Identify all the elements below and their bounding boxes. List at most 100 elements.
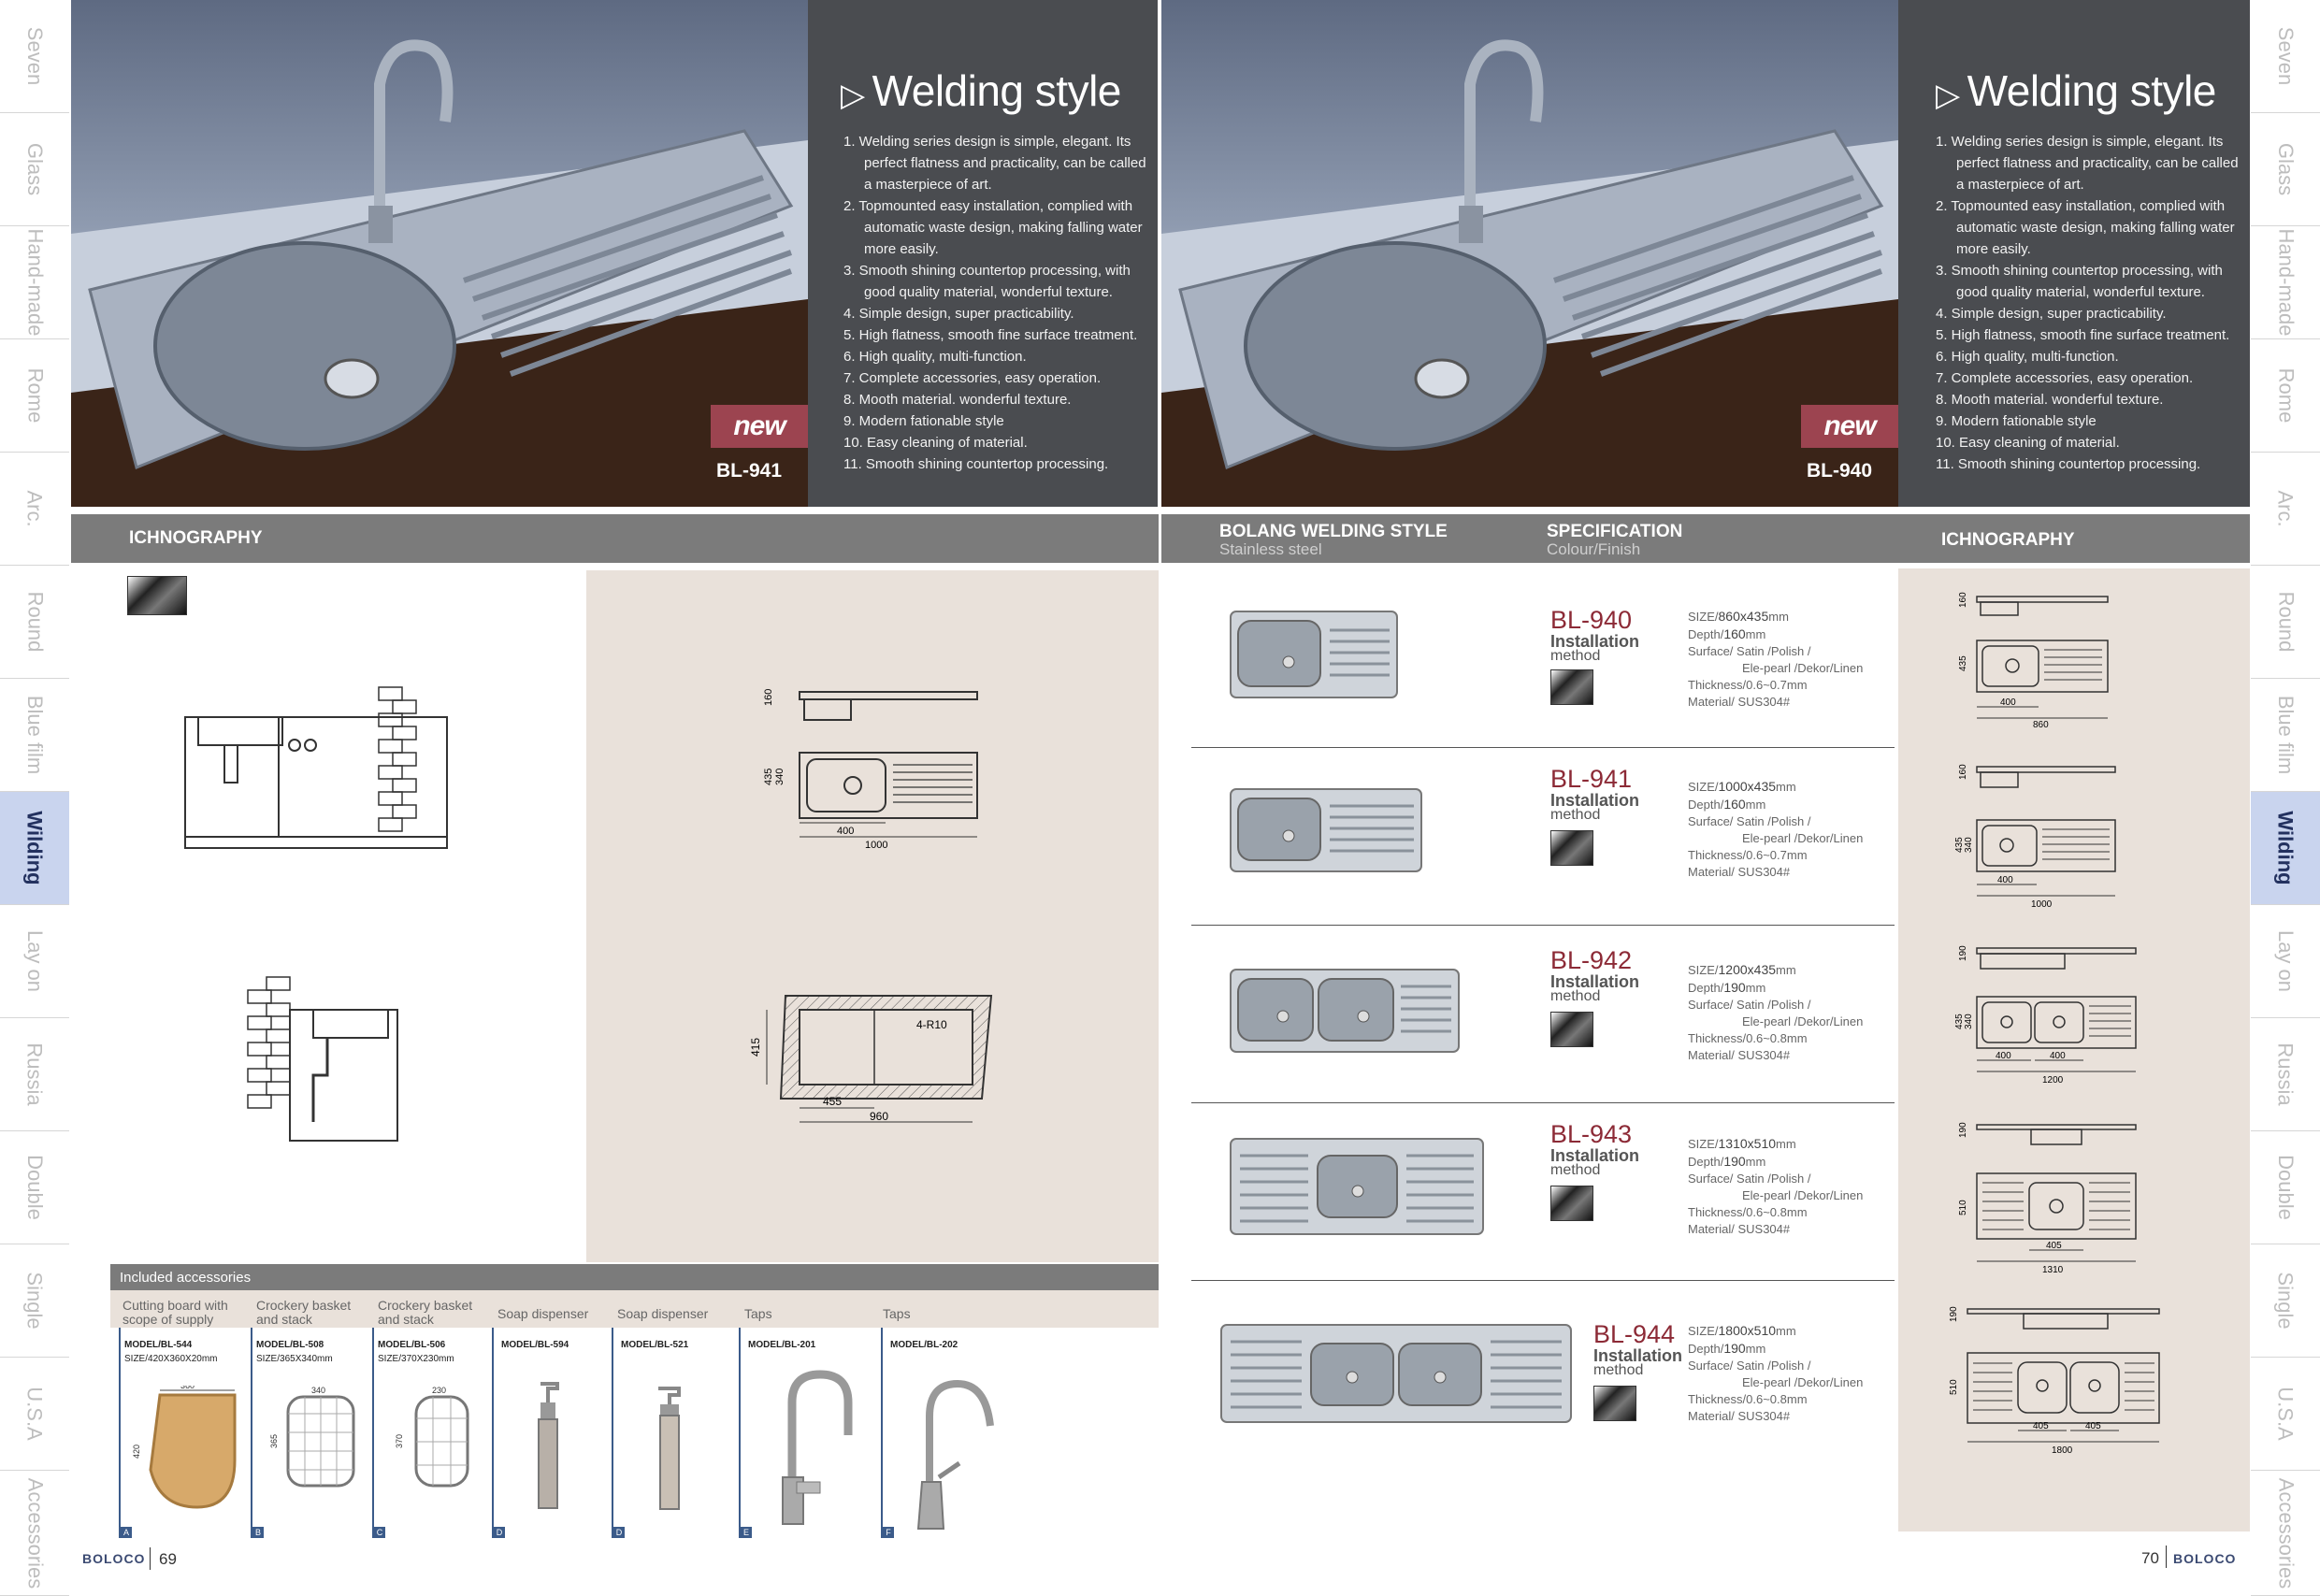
accessory-size: SIZE/370X230mm xyxy=(378,1354,454,1364)
hero-text-panel-right: ▷Welding style 1. Welding series design … xyxy=(1898,0,2250,507)
col-title-ichnography: ICHNOGRAPHY xyxy=(1941,530,2075,550)
dimension-label: 435 xyxy=(1954,837,1965,853)
method-label: method xyxy=(1593,1362,1644,1378)
dimension-label: 1200 xyxy=(2042,1075,2064,1086)
finish-swatch xyxy=(1550,1186,1593,1221)
feature-item: 2. Topmounted easy installation, complie… xyxy=(843,198,1143,257)
side-tab-glass[interactable]: Glass xyxy=(0,113,69,226)
side-tab-round[interactable]: Round xyxy=(2251,566,2320,679)
product-specs: SIZE/860x435mm Depth/160mm Surface/ Sati… xyxy=(1688,609,1864,709)
product-specs: SIZE/1310x510mm Depth/190mm Surface/ Sat… xyxy=(1688,1136,1864,1236)
hero-text-panel-left: ▷Welding style 1. Welding series design … xyxy=(808,0,1158,507)
side-tab-round[interactable]: Round xyxy=(0,566,69,679)
spec-size: 1200x435 xyxy=(1718,962,1777,977)
side-tab-russia[interactable]: Russia xyxy=(2251,1018,2320,1131)
spec-material: Material/ SUS304# xyxy=(1688,1048,1791,1062)
dimension-label: 360 xyxy=(180,1386,195,1390)
side-tab-seven[interactable]: Seven xyxy=(0,0,69,113)
side-tab-lay-on[interactable]: Lay on xyxy=(0,905,69,1018)
accessory-tap-202[interactable]: Taps MODEL/BL-202 F xyxy=(881,1307,1030,1538)
side-tab-double[interactable]: Double xyxy=(0,1131,69,1244)
hero-title: ▷Welding style xyxy=(1936,66,2216,115)
accessory-title: Cutting board with scope of supply xyxy=(122,1298,228,1327)
side-tab-rome[interactable]: Rome xyxy=(0,339,69,453)
feature-item: 5. High flatness, smooth fine surface tr… xyxy=(1936,327,2230,343)
side-tab-double[interactable]: Double xyxy=(2251,1131,2320,1244)
dimension-label: 340 xyxy=(311,1386,325,1395)
spec-size: 1310x510 xyxy=(1718,1136,1777,1151)
dimension-label: 1000 xyxy=(865,840,887,851)
dimension-label: 415 xyxy=(749,1038,762,1057)
spec-depth: 160 xyxy=(1723,626,1746,641)
side-tab-russia[interactable]: Russia xyxy=(0,1018,69,1131)
method-label: method xyxy=(1550,648,1601,664)
dimension-label: 365 xyxy=(269,1434,279,1448)
spec-material: Material/ SUS304# xyxy=(1688,695,1791,709)
accessory-letter: D xyxy=(494,1527,505,1538)
installation-label: Installation xyxy=(1550,632,1640,651)
dimension-label: 400 xyxy=(2000,697,2016,708)
feature-item: 8. Mooth material. wonderful texture. xyxy=(843,392,1072,408)
dimension-label: 370 xyxy=(395,1434,404,1448)
side-tab-blue-film[interactable]: Blue film xyxy=(0,679,69,792)
side-tab-usa[interactable]: U.S.A xyxy=(0,1358,69,1471)
dimension-label: 435 xyxy=(763,769,774,785)
accessory-letter: C xyxy=(374,1527,385,1538)
side-tab-arc[interactable]: Arc. xyxy=(0,453,69,566)
accessory-title: Crockery basket and stack xyxy=(256,1298,352,1327)
side-tab-seven[interactable]: Seven xyxy=(2251,0,2320,113)
dimension-label: 190 xyxy=(1958,945,1968,961)
finish-swatch xyxy=(1593,1386,1636,1421)
accessory-model: MODEL/BL-544 xyxy=(124,1340,193,1350)
side-tab-single[interactable]: Single xyxy=(0,1244,69,1358)
feature-item: 11. Smooth shining countertop processing… xyxy=(843,456,1109,472)
spec-surface: Surface/ Satin /Polish / xyxy=(1688,1359,1811,1373)
accessory-crockery-basket-506[interactable]: Crockery basket and stack MODEL/BL-506 S… xyxy=(372,1299,492,1538)
tap-image xyxy=(782,1370,853,1525)
ichnography-bar-left: ICHNOGRAPHY xyxy=(71,514,1159,563)
side-tab-wilding[interactable]: Wilding xyxy=(0,792,69,905)
sink-thumbnail xyxy=(1230,1138,1484,1235)
accessories-header xyxy=(110,1290,1159,1328)
new-badge: new xyxy=(711,405,808,448)
side-tab-hand-made[interactable]: Hand-made xyxy=(2251,226,2320,339)
side-tab-accessories[interactable]: Accessories xyxy=(0,1471,69,1596)
spec-surface: Surface/ Satin /Polish / xyxy=(1688,998,1811,1012)
side-tab-lay-on[interactable]: Lay on xyxy=(2251,905,2320,1018)
product-plan-drawing: 190 435 340 400 400 1200 xyxy=(1954,945,2137,1086)
accessory-size: SIZE/365X340mm xyxy=(256,1354,333,1364)
side-tab-wilding[interactable]: Wilding xyxy=(2251,792,2320,905)
side-tab-usa[interactable]: U.S.A xyxy=(2251,1358,2320,1471)
spec-material: Material/ SUS304# xyxy=(1688,1409,1791,1423)
side-tab-single[interactable]: Single xyxy=(2251,1244,2320,1358)
installation-label: Installation xyxy=(1550,791,1640,810)
accessory-soap-dispenser-521[interactable]: Soap dispenser MODEL/BL-521 D xyxy=(612,1307,733,1538)
spec-thickness: 0.6~0.7mm xyxy=(1746,678,1808,692)
dimension-label: 340 xyxy=(1964,837,1974,853)
side-tab-blue-film[interactable]: Blue film xyxy=(2251,679,2320,792)
side-tab-rome[interactable]: Rome xyxy=(2251,339,2320,453)
cutting-board-image: 360 420 xyxy=(132,1386,237,1509)
side-tab-glass[interactable]: Glass xyxy=(2251,113,2320,226)
accessory-cutting-board[interactable]: Cutting board with scope of supply MODEL… xyxy=(119,1299,248,1538)
dimension-label: 510 xyxy=(1958,1200,1968,1215)
feature-item: 4. Simple design, super practicability. xyxy=(843,306,1074,322)
side-tab-hand-made[interactable]: Hand-made xyxy=(0,226,69,339)
accessory-letter: A xyxy=(121,1527,132,1538)
accessory-crockery-basket-508[interactable]: Crockery basket and stack MODEL/BL-508 S… xyxy=(251,1299,372,1538)
spec-thickness: 0.6~0.8mm xyxy=(1746,1392,1808,1406)
product-name: BL-940 xyxy=(1550,606,1633,634)
product-specs: SIZE/1800x510mm Depth/190mm Surface/ Sat… xyxy=(1688,1323,1864,1423)
accessory-soap-dispenser-594[interactable]: Soap dispenser MODEL/BL-594 D xyxy=(492,1307,610,1538)
product-plan-drawing: 190 510 405 1310 xyxy=(1958,1122,2137,1275)
side-tab-arc[interactable]: Arc. xyxy=(2251,453,2320,566)
spec-size: 1000x435 xyxy=(1718,779,1777,794)
side-tab-accessories[interactable]: Accessories xyxy=(2251,1471,2320,1596)
accessory-tap-201[interactable]: Taps MODEL/BL-201 E xyxy=(739,1307,879,1538)
